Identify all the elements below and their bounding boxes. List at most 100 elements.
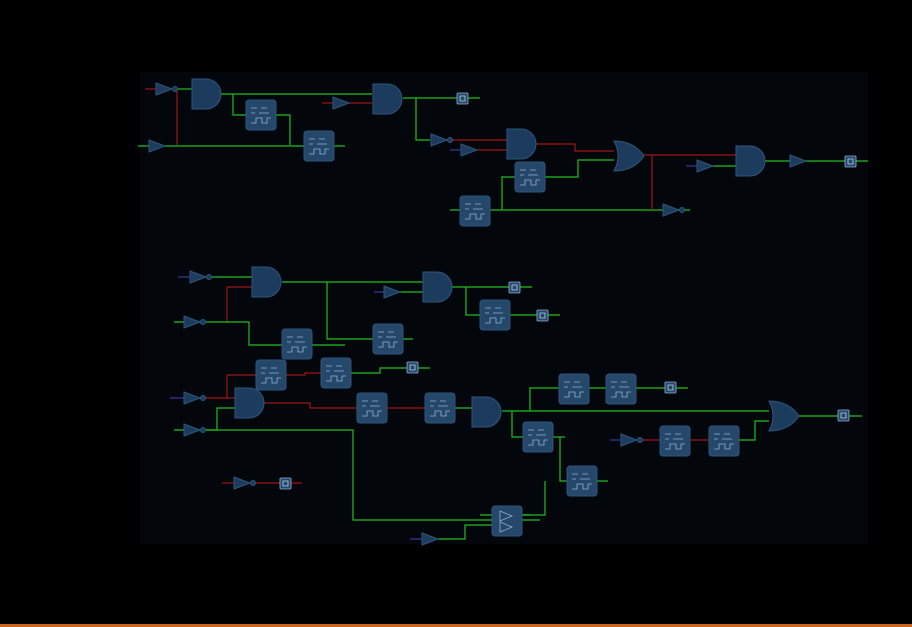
and-gate[interactable] xyxy=(735,145,766,177)
and-gate[interactable] xyxy=(506,128,537,160)
and-gate[interactable] xyxy=(191,78,222,110)
flip-flop-waveform xyxy=(520,179,540,186)
flip-flop-body xyxy=(566,465,598,497)
flip-flop[interactable] xyxy=(479,299,511,331)
flip-flop[interactable] xyxy=(514,161,546,193)
flip-flop-waveform xyxy=(251,117,271,124)
flip-flop-label xyxy=(251,107,269,114)
output-pin-body xyxy=(536,309,549,322)
buffer[interactable] xyxy=(696,159,715,173)
inverter-bubble xyxy=(637,437,643,443)
flip-flop[interactable] xyxy=(558,373,590,405)
buffer[interactable] xyxy=(332,96,351,110)
flip-flop-body xyxy=(255,359,287,391)
and-gate[interactable] xyxy=(234,387,265,419)
flip-flop[interactable] xyxy=(372,323,404,355)
output-pin[interactable] xyxy=(837,409,850,422)
flip-flop-body xyxy=(708,425,740,457)
and-gate-body xyxy=(251,266,282,298)
buffer[interactable] xyxy=(155,82,178,96)
inverter-bubble xyxy=(200,427,206,433)
or-gate[interactable] xyxy=(613,140,645,172)
buffer-body xyxy=(189,270,208,284)
flip-flop-body xyxy=(245,99,277,131)
buffer-body xyxy=(148,139,167,153)
flip-flop[interactable] xyxy=(522,421,554,453)
buffer[interactable] xyxy=(383,285,402,299)
buffer[interactable] xyxy=(789,154,808,168)
buffer[interactable] xyxy=(183,315,206,329)
flip-flop-waveform xyxy=(287,346,307,353)
output-pin[interactable] xyxy=(406,361,419,374)
and-gate[interactable] xyxy=(422,271,453,303)
transfer-gate-symbol xyxy=(499,510,514,533)
buffer-body xyxy=(789,154,808,168)
wire xyxy=(511,411,523,438)
and-gate-body xyxy=(471,396,502,428)
buffer[interactable] xyxy=(430,133,453,147)
flip-flop-body xyxy=(558,373,590,405)
flip-flop-waveform xyxy=(430,410,450,417)
flip-flop[interactable] xyxy=(605,373,637,405)
flip-flop[interactable] xyxy=(566,465,598,497)
buffer[interactable] xyxy=(183,391,206,405)
flip-flop[interactable] xyxy=(303,130,335,162)
buffer[interactable] xyxy=(460,143,479,157)
buffer[interactable] xyxy=(189,270,212,284)
flip-flop-body xyxy=(320,357,352,389)
flip-flop-label xyxy=(287,336,305,343)
output-pin[interactable] xyxy=(664,381,677,394)
buffer-body xyxy=(620,433,639,447)
and-gate-body xyxy=(422,271,453,303)
and-gate[interactable] xyxy=(251,266,282,298)
buffer[interactable] xyxy=(421,532,440,546)
flip-flop[interactable] xyxy=(245,99,277,131)
buffer-body xyxy=(696,159,715,173)
output-pin-body xyxy=(279,477,292,490)
flip-flop[interactable] xyxy=(708,425,740,457)
flip-flop[interactable] xyxy=(255,359,287,391)
flip-flop-waveform xyxy=(362,410,382,417)
and-gate[interactable] xyxy=(471,396,502,428)
flip-flop[interactable] xyxy=(459,195,491,227)
buffer[interactable] xyxy=(233,476,256,490)
wire xyxy=(351,367,430,374)
buffer-body xyxy=(430,133,449,147)
or-gate-body xyxy=(613,140,645,172)
output-pin-mark xyxy=(667,384,674,391)
flip-flop-label xyxy=(485,307,503,314)
buffer[interactable] xyxy=(662,203,685,217)
wire xyxy=(501,176,515,210)
output-pin[interactable] xyxy=(536,309,549,322)
flip-flop-body xyxy=(459,195,491,227)
and-gate-body xyxy=(372,83,403,115)
flip-flop[interactable] xyxy=(659,425,691,457)
flip-flop[interactable] xyxy=(424,392,456,424)
buffer-body xyxy=(460,143,479,157)
flip-flop-label xyxy=(362,400,380,407)
buffer[interactable] xyxy=(148,139,167,153)
and-gate[interactable] xyxy=(372,83,403,115)
or-gate[interactable] xyxy=(768,400,800,432)
buffer[interactable] xyxy=(620,433,643,447)
flip-flop-label xyxy=(714,433,732,440)
flip-flop[interactable] xyxy=(320,357,352,389)
output-pin[interactable] xyxy=(279,477,292,490)
output-pin[interactable] xyxy=(844,155,857,168)
flip-flop-body xyxy=(514,161,546,193)
output-pin-mark xyxy=(840,412,847,419)
transfer-gate[interactable] xyxy=(491,505,523,537)
buffer-body xyxy=(183,315,202,329)
output-pin-body xyxy=(406,361,419,374)
flip-flop-body xyxy=(605,373,637,405)
output-pin[interactable] xyxy=(456,92,469,105)
or-gate-body xyxy=(768,400,800,432)
buffer[interactable] xyxy=(183,423,206,437)
flip-flop[interactable] xyxy=(356,392,388,424)
flip-flop[interactable] xyxy=(281,328,313,360)
output-pin[interactable] xyxy=(508,281,521,294)
flip-flop-label xyxy=(520,169,538,176)
flip-flop-label xyxy=(309,138,327,145)
flip-flop-waveform xyxy=(309,148,329,155)
